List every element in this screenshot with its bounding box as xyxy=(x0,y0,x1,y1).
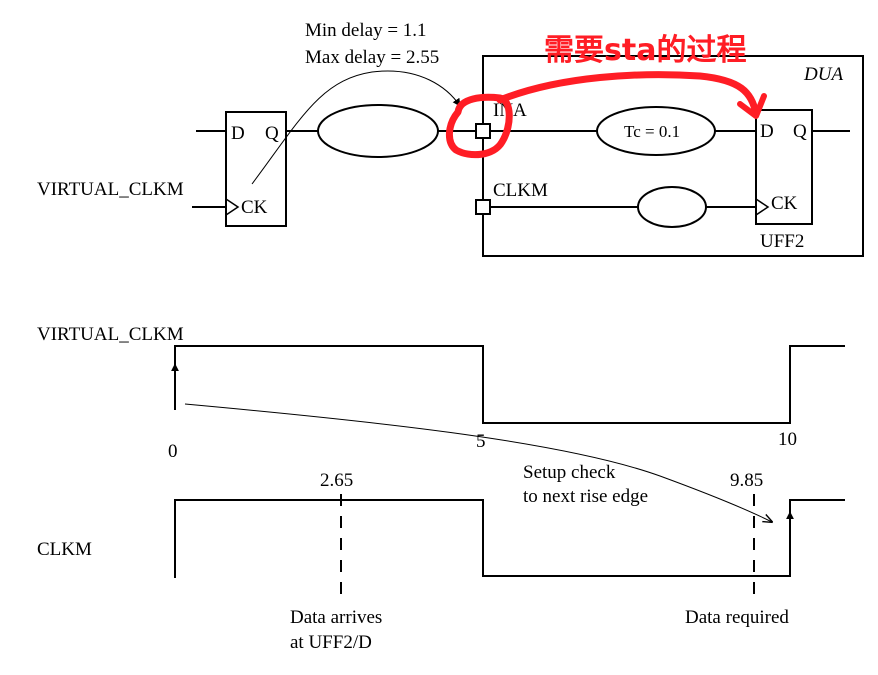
launch-ff-ck-pin: CK xyxy=(241,197,268,218)
clkm-waveform-label: CLKM xyxy=(37,539,92,560)
clock-buffer-delay xyxy=(637,186,707,228)
required-time-label: 9.85 xyxy=(730,470,763,491)
sta-process-text: 需要sta的过程 xyxy=(544,33,746,68)
tc-label: Tc = 0.1 xyxy=(624,122,680,141)
clock-port-clkm xyxy=(475,199,491,215)
tick-0: 0 xyxy=(168,441,178,462)
clkm-waveform xyxy=(174,499,845,578)
min-delay-label: Min delay = 1.1 xyxy=(305,20,427,41)
virtual-clock-waveform xyxy=(174,345,845,424)
launch-flip-flop xyxy=(225,111,287,227)
ina-port-circle xyxy=(446,93,513,159)
tick-10: 10 xyxy=(778,429,797,450)
tick-5: 5 xyxy=(476,431,486,452)
sta-annotation: 需要sta的过程 xyxy=(446,33,767,159)
external-delay-element xyxy=(317,104,439,158)
capture-ff-q-pin: Q xyxy=(793,121,807,142)
capture-ff-ck-pin: CK xyxy=(771,193,798,214)
arrival-note-line-2: at UFF2/D xyxy=(290,632,372,653)
dua-label: DUA xyxy=(803,64,843,85)
delay-annotation-arrow xyxy=(251,70,461,185)
capture-flip-flop-uff2 xyxy=(755,109,813,225)
input-port-ina xyxy=(475,123,491,139)
launch-clock-triangle xyxy=(225,198,240,216)
setup-check-line-2: to next rise edge xyxy=(523,486,648,507)
capture-ff-d-pin: D xyxy=(760,121,774,142)
launch-ff-d-pin: D xyxy=(231,123,245,144)
launch-ff-q-pin: Q xyxy=(265,123,279,144)
data-path-stroke xyxy=(496,71,760,118)
capture-ff-name: UFF2 xyxy=(760,231,804,252)
schematic: Min delay = 1.1 Max delay = 2.55 D Q CK … xyxy=(37,20,864,257)
max-delay-label: Max delay = 2.55 xyxy=(305,47,439,68)
virtual-clock-source-label: VIRTUAL_CLKM xyxy=(37,179,184,200)
clock-port-label: CLKM xyxy=(493,180,548,201)
timing-waveforms: VIRTUAL_CLKM 0 5 10 Setup check to next … xyxy=(37,324,845,653)
capture-clock-triangle xyxy=(755,198,770,216)
virtual-clock-waveform-label: VIRTUAL_CLKM xyxy=(37,324,184,345)
setup-check-arrow xyxy=(184,403,772,522)
arrival-time-label: 2.65 xyxy=(320,470,353,491)
required-note: Data required xyxy=(685,607,789,628)
arrival-note-line-1: Data arrives xyxy=(290,607,382,628)
setup-check-line-1: Setup check xyxy=(523,462,616,483)
data-path-arrowhead xyxy=(737,93,767,119)
